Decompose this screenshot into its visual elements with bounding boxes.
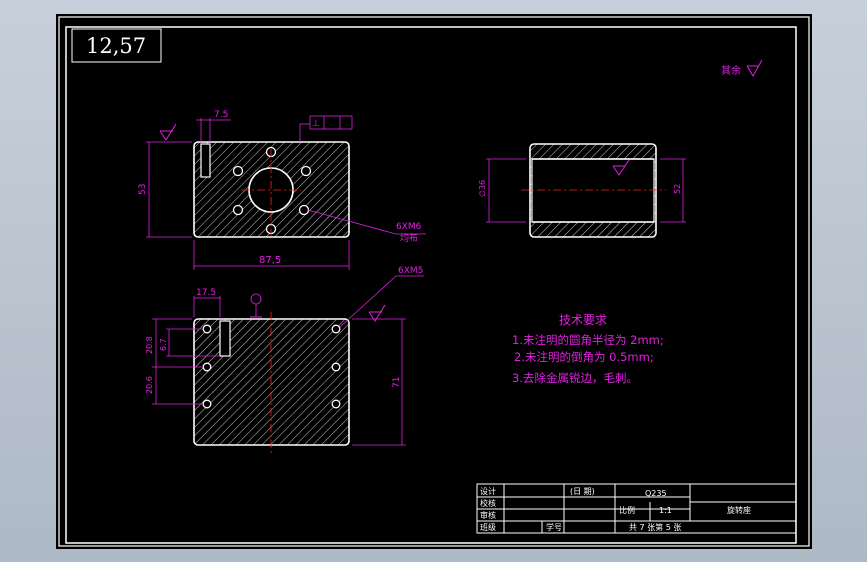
tb-row-check: 校核 bbox=[480, 498, 496, 508]
front-thread-label: 6XM6 bbox=[396, 222, 422, 232]
tb-row-review: 审核 bbox=[480, 510, 496, 520]
side-roughness-icon bbox=[612, 159, 630, 176]
roughness-symbol-icon bbox=[746, 59, 763, 77]
title-block bbox=[476, 483, 797, 534]
tb-part-name: 旋转座 bbox=[727, 505, 751, 515]
front-dim-height: 53 bbox=[138, 184, 148, 195]
bottom-view: 17.5 20.8 20.6 6.7 71 6XM5 bbox=[145, 266, 424, 454]
cad-viewport[interactable]: 12,57 其余 53 87,5 7.5 bbox=[56, 14, 812, 549]
front-thread-note: 均布 bbox=[400, 232, 418, 244]
bottom-dim-left-1: 20.8 bbox=[145, 336, 154, 354]
perpendicular-icon: ⊥ bbox=[312, 119, 320, 129]
drawing-number-box bbox=[71, 28, 162, 63]
side-dim-right: 52 bbox=[673, 184, 682, 194]
bottom-thread-label: 6XM5 bbox=[398, 266, 423, 276]
tech-item-2: 2.未注明的倒角为 0.5mm; bbox=[514, 350, 654, 364]
bottom-dim-left-2: 20.6 bbox=[145, 376, 154, 394]
side-view: ∅36 52 bbox=[478, 143, 686, 238]
front-roughness-icon bbox=[159, 123, 177, 141]
cad-drawing: 12,57 其余 53 87,5 7.5 bbox=[58, 16, 810, 547]
front-dim-width: 87,5 bbox=[259, 255, 281, 266]
drawing-number: 12,57 bbox=[86, 34, 146, 58]
outer-frame bbox=[58, 16, 810, 547]
datum-marker-icon bbox=[250, 293, 262, 305]
tb-scale-value: 1:1 bbox=[659, 506, 672, 515]
bottom-dim-slot: 6.7 bbox=[159, 338, 168, 351]
tb-material: Q235 bbox=[645, 489, 667, 498]
tolerance-frame bbox=[309, 115, 353, 130]
tb-row-design: 设计 bbox=[480, 486, 496, 496]
bottom-dim-height: 71 bbox=[392, 377, 402, 388]
tb-scale-label: 比例 bbox=[619, 505, 635, 515]
tb-date-label: (日 期) bbox=[570, 487, 595, 496]
bottom-roughness-icon bbox=[368, 304, 386, 322]
front-dim-slot: 7.5 bbox=[214, 110, 228, 120]
tb-student-no-label: 学号 bbox=[546, 522, 562, 532]
side-dim-left: ∅36 bbox=[478, 180, 487, 197]
tech-item-3: 3.去除金属锐边，毛刺。 bbox=[512, 371, 638, 385]
tb-sheet-info: 共 7 张第 5 张 bbox=[629, 522, 681, 532]
inner-frame bbox=[65, 26, 797, 544]
bottom-dim-top: 17.5 bbox=[196, 288, 216, 298]
tech-title: 技术要求 bbox=[559, 313, 607, 327]
front-view: 53 87,5 7.5 ⊥ 6XM6 均布 bbox=[138, 110, 426, 270]
tb-row-class: 班级 bbox=[480, 522, 496, 532]
tech-item-1: 1.未注明的圆角半径为 2mm; bbox=[512, 333, 664, 347]
surface-finish-note: 其余 bbox=[721, 64, 741, 77]
tech-requirements: 技术要求 1.未注明的圆角半径为 2mm; 2.未注明的倒角为 0.5mm; 3… bbox=[512, 313, 664, 385]
